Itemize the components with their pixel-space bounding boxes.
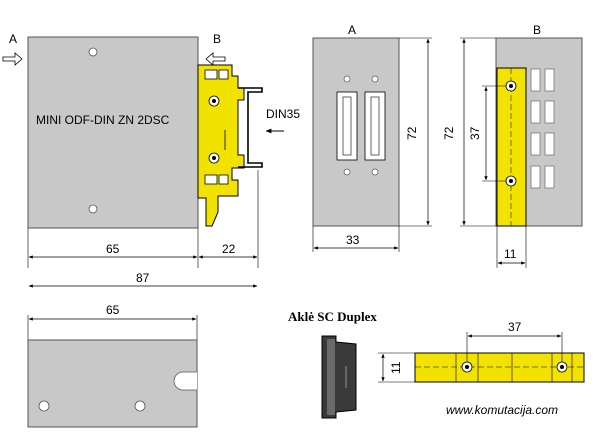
din-rail-label: DIN35 — [266, 107, 300, 121]
dim-body-width: 65 — [106, 242, 120, 256]
top-keyhole-slot — [173, 371, 197, 391]
vent-slot — [530, 165, 541, 189]
bracket-screw-bottom-center — [212, 156, 216, 160]
side-b-label: B — [533, 23, 541, 37]
adapter-screw-right-center — [560, 365, 564, 369]
adapter-cutout-right-inner — [370, 96, 380, 156]
vent-slots — [530, 68, 555, 189]
side-b-bracket — [496, 67, 527, 227]
front-hole-tl — [343, 75, 351, 83]
side-view: A B MINI ODF-DIN ZN 2DSC DIN35 65 22 — [2, 32, 300, 288]
front-view-a: A 33 72 — [312, 23, 432, 252]
bracket-clip-bottom — [204, 174, 218, 185]
bracket-clip-top-2 — [218, 69, 229, 80]
vent-slot — [544, 68, 555, 92]
bracket-clip-bottom-2 — [218, 174, 229, 185]
website-link[interactable]: www.komutacija.com — [446, 403, 558, 417]
vent-slot — [530, 132, 541, 156]
adapter-body-highlight — [327, 339, 335, 415]
top-hole-mid — [134, 400, 146, 412]
adapter-cutout-left-inner — [342, 96, 352, 156]
vent-slot — [544, 165, 555, 189]
top-hole-left — [38, 400, 50, 412]
vent-slot — [544, 132, 555, 156]
view-b-arrow-icon — [205, 52, 226, 66]
bracket-screw-top-center — [212, 99, 216, 103]
dim-side-height: 72 — [442, 126, 456, 140]
view-a-marker-label: A — [9, 32, 17, 46]
front-hole-bl — [343, 168, 351, 176]
adapter-screw-left-center — [465, 365, 469, 369]
bracket-clip-top — [204, 69, 218, 80]
dim-bracket-depth: 22 — [222, 242, 236, 256]
vent-slot — [530, 100, 541, 124]
din-bracket — [197, 64, 245, 227]
front-view-label: A — [348, 23, 356, 37]
dim-top-width: 65 — [106, 303, 120, 317]
side-view-b: B 72 37 11 — [442, 23, 583, 268]
dim-front-width: 33 — [346, 233, 360, 247]
front-hole-br — [371, 168, 379, 176]
dim-hole-spacing: 37 — [468, 126, 482, 140]
adapter-title: Aklė SC Duplex — [288, 309, 377, 324]
dim-total-width: 87 — [136, 271, 150, 285]
side-b-screw-top-center — [509, 84, 513, 88]
vent-slot — [530, 68, 541, 92]
adapter-bar — [414, 352, 585, 383]
top-view: 65 — [27, 303, 198, 428]
dim-bracket-width: 11 — [504, 247, 517, 261]
view-b-marker-label: B — [213, 32, 221, 46]
dim-adapter-width: 11 — [389, 361, 403, 374]
front-hole-tr — [371, 75, 379, 83]
adapter-section: Aklė SC Duplex 37 11 www.komutacija.com — [288, 309, 585, 419]
side-mount-hole-bottom — [88, 204, 98, 214]
top-panel — [27, 339, 198, 428]
side-b-screw-bottom-center — [509, 179, 513, 183]
side-body-panel — [27, 36, 199, 229]
dim-front-height: 72 — [405, 126, 419, 140]
vent-slot — [544, 100, 555, 124]
model-label: MINI ODF-DIN ZN 2DSC — [36, 113, 170, 127]
dim-adapter-hole-spacing: 37 — [508, 320, 522, 334]
side-mount-hole-top — [88, 47, 98, 57]
din-rail — [238, 87, 263, 168]
view-a-arrow-icon — [2, 52, 23, 66]
